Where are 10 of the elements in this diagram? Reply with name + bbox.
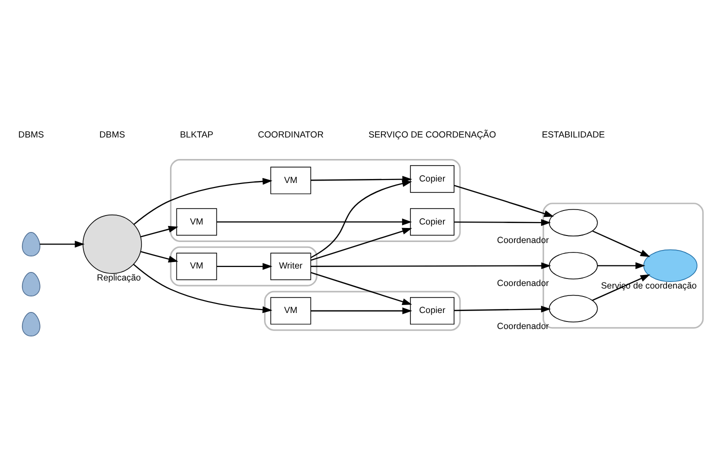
- node-label: Coordenador: [497, 278, 549, 288]
- label: DBMS: [18, 130, 44, 140]
- label: DBMS: [99, 130, 126, 140]
- label: ESTABILIDADE: [542, 130, 605, 140]
- node-label: Coordenador: [497, 235, 549, 246]
- label: COORDINATOR: [258, 130, 324, 140]
- node-label: Coordenador: [497, 321, 549, 332]
- label: BLKTAP: [180, 130, 214, 140]
- label: SERVIÇO DE COORDENAÇÃO: [368, 130, 496, 140]
- node-label: Replicação: [96, 272, 141, 283]
